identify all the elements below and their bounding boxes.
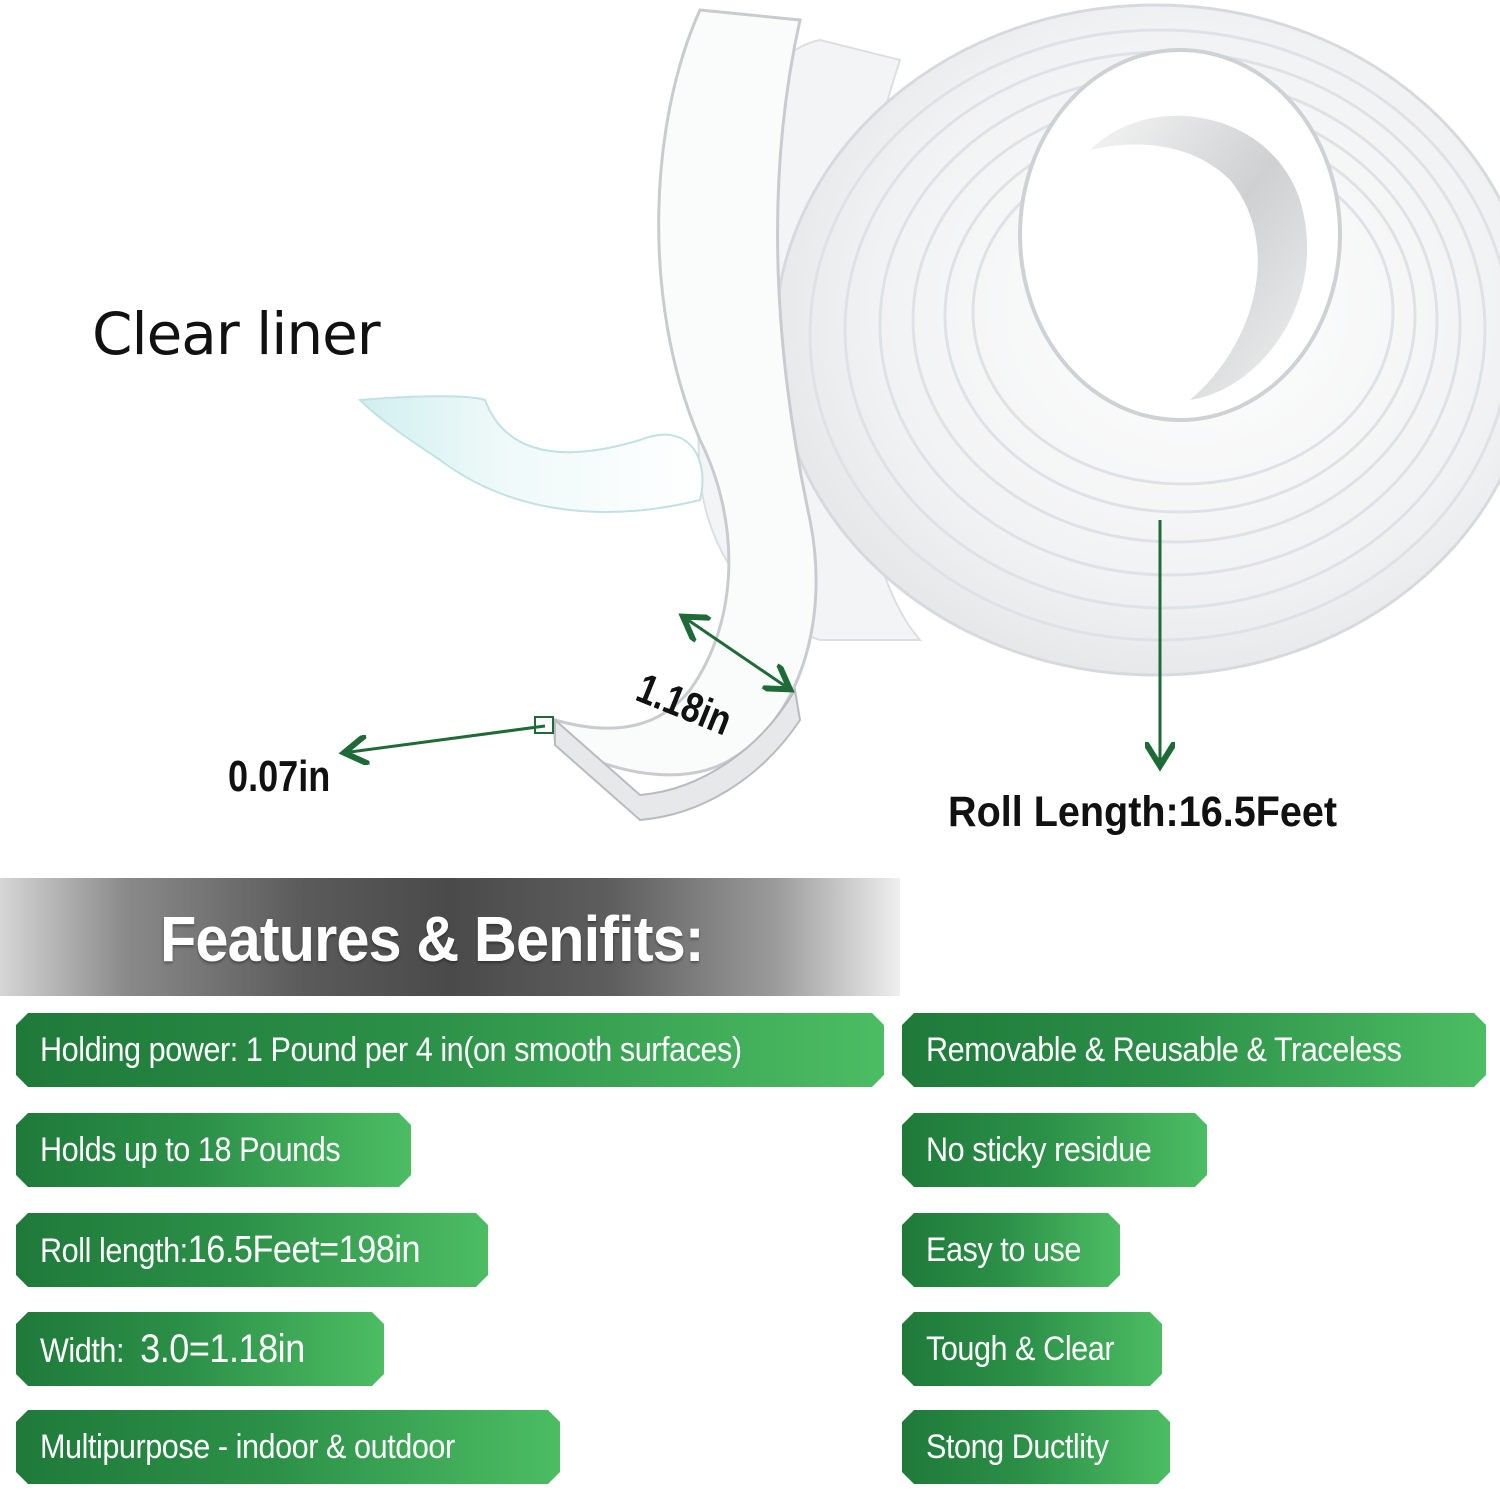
feature-text: Holding power: 1 Pound per 4 in(on smoot… [40, 1030, 742, 1069]
feature-text: Tough & Clear [926, 1329, 1115, 1368]
feature-text-value: 3.0=1.18in [140, 1326, 305, 1371]
feature-pill-holds-weight: Holds up to 18 Pounds [16, 1113, 411, 1187]
feature-pill-removable: Removable & Reusable & Traceless [902, 1013, 1486, 1087]
feature-text: Removable & Reusable & Traceless [926, 1030, 1402, 1069]
feature-pill-easy-to-use: Easy to use [902, 1213, 1120, 1287]
features-banner [0, 878, 900, 996]
feature-text: Multipurpose - indoor & outdoor [40, 1427, 455, 1466]
feature-pill-width: Width: 3.0=1.18in [16, 1312, 384, 1386]
feature-pill-multipurpose: Multipurpose - indoor & outdoor [16, 1410, 560, 1484]
feature-pill-tough-clear: Tough & Clear [902, 1312, 1162, 1386]
thickness-label: 0.07in [228, 752, 331, 801]
features-title: Features & Benifits: [160, 903, 705, 975]
feature-text: No sticky residue [926, 1130, 1152, 1169]
feature-text-value: 16.5Feet=198in [187, 1228, 421, 1271]
tape-roll-illustration [0, 3, 1500, 822]
feature-pill-ductility: Stong Ductlity [902, 1410, 1170, 1484]
feature-text-prefix: Width: [40, 1331, 141, 1370]
feature-pill-no-residue: No sticky residue [902, 1113, 1207, 1187]
feature-pill-holding-power: Holding power: 1 Pound per 4 in(on smoot… [16, 1013, 884, 1087]
roll-length-label: Roll Length:16.5Feet [948, 788, 1338, 836]
feature-text: Stong Ductlity [926, 1427, 1109, 1466]
feature-text: Easy to use [926, 1230, 1081, 1269]
feature-text: Holds up to 18 Pounds [40, 1130, 341, 1169]
clear-liner-label: Clear liner [92, 300, 381, 368]
feature-text-prefix: Roll length: [40, 1231, 188, 1270]
feature-pill-roll-length: Roll length:16.5Feet=198in [16, 1213, 488, 1287]
